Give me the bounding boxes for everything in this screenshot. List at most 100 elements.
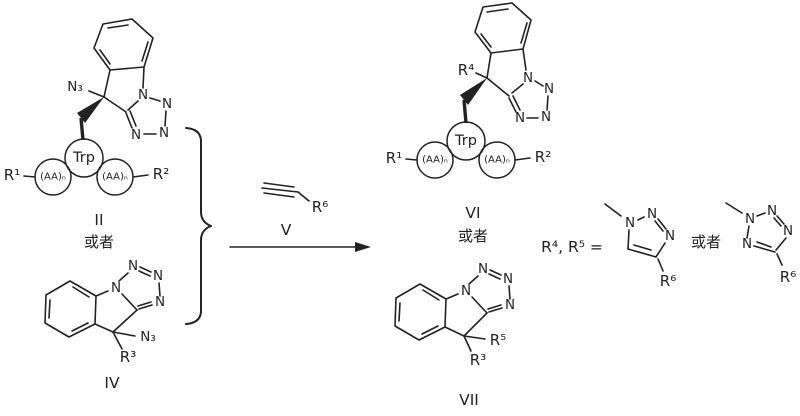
- double-bond-line: [129, 110, 137, 127]
- bond: [655, 242, 666, 258]
- bond: [103, 96, 127, 113]
- atom-n-label: N: [541, 109, 551, 125]
- bond: [546, 95, 549, 111]
- aa-chain-label: (AA)ₙ: [484, 155, 510, 166]
- bond: [637, 216, 645, 221]
- atom-n-label: N: [665, 228, 675, 244]
- trp-label: Trp: [454, 133, 477, 149]
- trp-label: Trp: [72, 150, 95, 166]
- azide-label: N₃: [140, 329, 156, 345]
- double-bond-line: [488, 307, 503, 313]
- double-bond-line: [756, 241, 772, 248]
- reaction-arrow: [229, 242, 371, 252]
- double-bond-line: [512, 95, 521, 111]
- bond: [142, 66, 145, 89]
- atom-n-label: N: [625, 215, 635, 231]
- bond: [511, 83, 524, 94]
- r6-label: R⁶: [660, 272, 676, 290]
- bond: [463, 335, 472, 352]
- double-bond-line: [137, 301, 152, 307]
- double-bond-line: [633, 244, 652, 251]
- double-bond-line: [487, 304, 502, 310]
- r3-label: R³: [120, 348, 136, 366]
- atom-n-label: N: [742, 236, 752, 252]
- bond: [127, 100, 139, 111]
- bond: [149, 97, 161, 102]
- atom-n-label: N: [461, 283, 471, 299]
- atom-n-label: N: [503, 271, 513, 287]
- bond: [23, 175, 36, 178]
- bond: [468, 275, 479, 285]
- bond: [514, 157, 531, 161]
- or-label: 或者: [691, 233, 721, 251]
- bond: [775, 237, 787, 251]
- wedge-bond: [460, 78, 487, 105]
- bond: [486, 52, 492, 79]
- structure-iv: N N N N N₃ R³: [44, 258, 165, 366]
- benzene-ring: [93, 18, 154, 71]
- bond: [158, 282, 161, 297]
- benzene-ring: [44, 280, 97, 338]
- double-bond-line: [125, 112, 133, 129]
- atom-n-label: N: [131, 127, 141, 143]
- structure-iv-label: IV: [104, 374, 120, 392]
- atom-n-label: N: [783, 223, 793, 239]
- double-bond-line: [99, 49, 111, 65]
- r6-label: R⁶: [780, 268, 796, 286]
- atom-n-label: N: [647, 206, 657, 222]
- bond: [103, 69, 111, 98]
- bond: [88, 90, 105, 98]
- r4-label: R⁴: [458, 61, 474, 79]
- double-bond-line: [138, 270, 151, 277]
- double-bond-line: [489, 269, 502, 276]
- bond: [445, 293, 459, 300]
- atom-n-label: N: [138, 87, 148, 103]
- bond: [627, 248, 657, 258]
- bond: [475, 72, 488, 79]
- double-bond-line: [486, 8, 509, 13]
- azide-label: N₃: [67, 79, 83, 95]
- bond: [95, 290, 109, 297]
- bond: [112, 331, 123, 350]
- aa-chain-label: (AA)ₙ: [422, 155, 448, 166]
- reagent-v-label: V: [281, 221, 292, 239]
- structure-vi: N N N N R⁴ Trp (AA)ₙ (AA)ₙ R¹ R²: [386, 2, 554, 179]
- structure-vi-label: VI: [465, 204, 480, 222]
- bond: [118, 272, 129, 282]
- bond: [746, 225, 750, 239]
- bond: [522, 48, 527, 71]
- double-bond-line: [776, 215, 785, 225]
- bond: [534, 80, 544, 87]
- structure-vii-label: VII: [459, 391, 479, 409]
- bond: [297, 191, 310, 202]
- trp-circle: [446, 121, 486, 161]
- bond: [657, 258, 664, 272]
- tetrazole-substituent: N N N N R⁶: [725, 202, 796, 286]
- benzene-ring: [394, 283, 447, 341]
- double-bond-line: [488, 273, 501, 280]
- bond: [112, 331, 136, 337]
- bond: [405, 158, 418, 161]
- double-bond-line: [72, 286, 90, 298]
- double-bond-line: [654, 220, 664, 232]
- bond: [132, 174, 149, 178]
- double-bond-line: [107, 24, 129, 29]
- double-bond-line: [480, 33, 492, 48]
- double-bond-line: [48, 299, 51, 319]
- arrow-head: [355, 242, 371, 252]
- double-bond-line: [773, 217, 782, 227]
- attachment-bond: [604, 203, 622, 217]
- aa-chain-label: (AA)ₙ: [40, 172, 66, 183]
- double-bond-line: [422, 289, 440, 301]
- alkyne-reagent: R⁶: [261, 182, 328, 216]
- bond: [753, 245, 776, 253]
- double-bond-line: [520, 22, 528, 44]
- atom-n-label: N: [478, 261, 488, 277]
- grouping-brace: [185, 127, 212, 325]
- bond: [121, 293, 138, 311]
- atom-n-label: N: [128, 258, 138, 274]
- double-bond-line: [421, 325, 439, 335]
- wedge-bond: [77, 97, 104, 123]
